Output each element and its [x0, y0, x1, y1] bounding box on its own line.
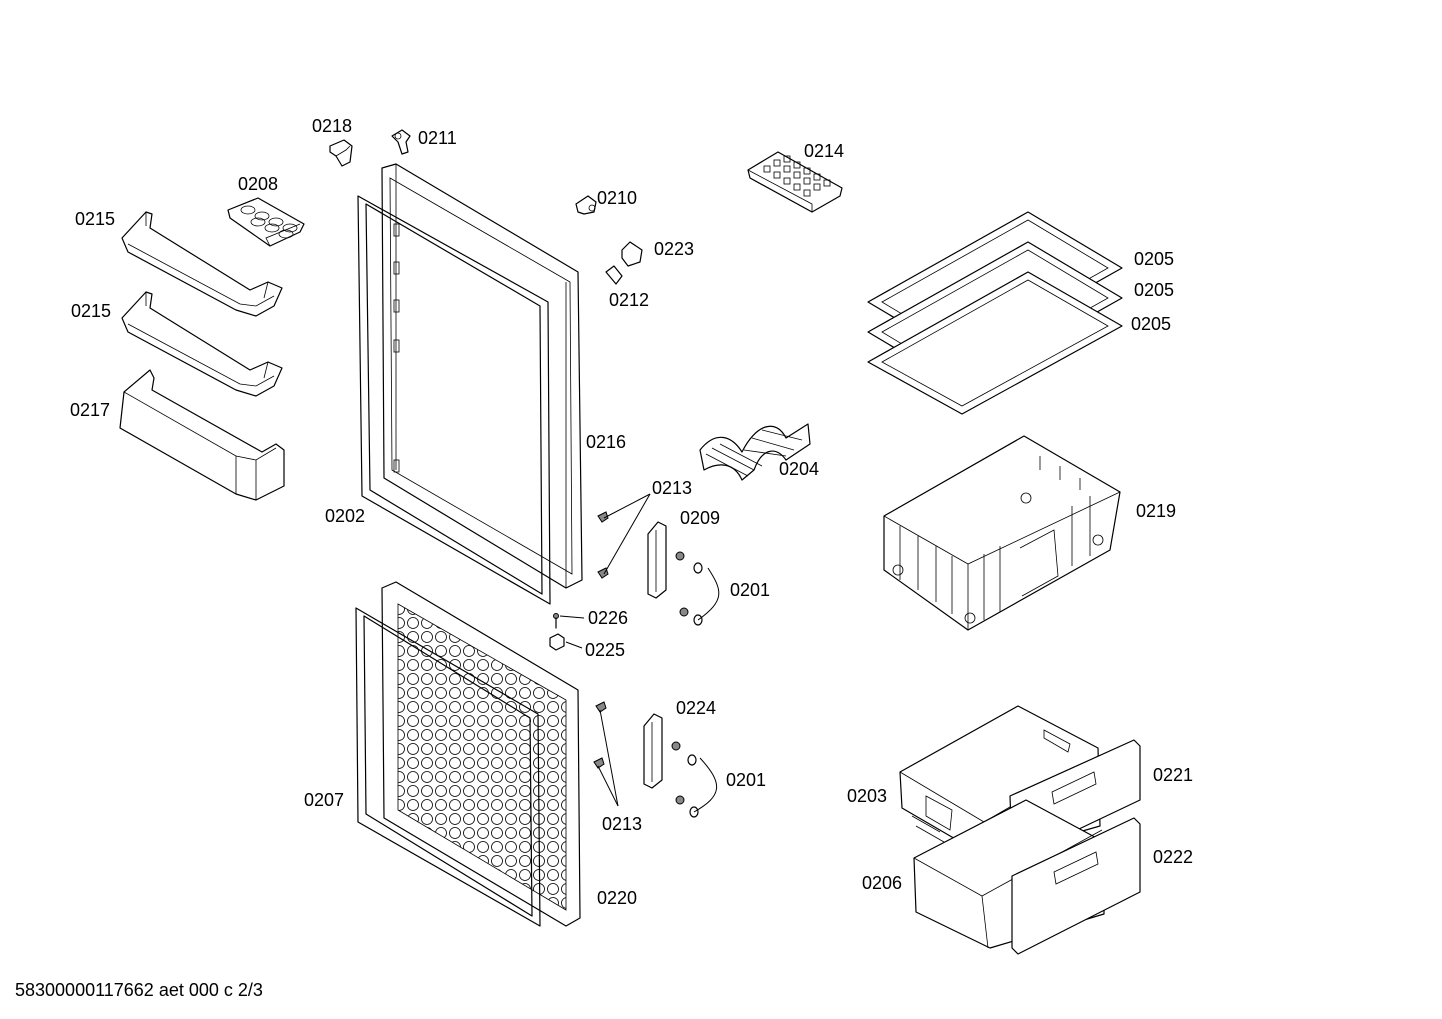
part-0204-bottle-rack — [699, 423, 811, 481]
part-0219-crisper-box — [883, 435, 1121, 631]
part-labels: 0218 0211 0208 0215 0215 0217 0202 0216 … — [70, 116, 1193, 908]
label-0213-upper: 0213 — [652, 478, 692, 498]
part-0222-drawer-front-lower — [1011, 817, 1141, 955]
part-0213-screws-upper — [597, 511, 609, 579]
part-0224-handle-lower — [643, 713, 663, 789]
part-0215-door-shelf-lower — [121, 291, 283, 397]
label-0201-lower: 0201 — [726, 770, 766, 790]
label-0216: 0216 — [586, 432, 626, 452]
label-0207: 0207 — [304, 790, 344, 810]
label-0211: 0211 — [418, 128, 457, 148]
part-0212-cap — [605, 265, 623, 285]
label-0212: 0212 — [609, 290, 649, 310]
part-0210-hinge-cover — [575, 195, 597, 215]
label-0208: 0208 — [238, 174, 278, 194]
label-0215-upper: 0215 — [75, 209, 115, 229]
label-0205-b: 0205 — [1134, 280, 1174, 300]
label-0226: 0226 — [588, 608, 628, 628]
label-0218: 0218 — [312, 116, 352, 136]
label-0223: 0223 — [654, 239, 694, 259]
leader-lines — [559, 493, 720, 813]
label-0213-lower: 0213 — [602, 814, 642, 834]
part-0226-pin — [553, 613, 559, 629]
document-reference: 58300000117662 aet 000 c 2/3 — [15, 980, 263, 1000]
label-0224: 0224 — [676, 698, 716, 718]
label-0205-a: 0205 — [1134, 249, 1174, 269]
label-0222: 0222 — [1153, 847, 1193, 867]
label-0209: 0209 — [680, 508, 720, 528]
part-0218-clip — [329, 139, 353, 167]
label-0221: 0221 — [1153, 765, 1193, 785]
label-0203: 0203 — [847, 786, 887, 806]
part-0207-freezer-door-gasket — [355, 607, 541, 927]
part-0201-screws-lower — [671, 741, 699, 818]
label-0215-lower: 0215 — [71, 301, 111, 321]
part-0223-bracket — [621, 241, 643, 267]
part-0205-shelf-3 — [867, 271, 1123, 415]
label-0225: 0225 — [585, 640, 625, 660]
label-0217: 0217 — [70, 400, 110, 420]
label-0205-c: 0205 — [1131, 314, 1171, 334]
part-0208-egg-tray — [227, 197, 305, 247]
label-0220: 0220 — [597, 888, 637, 908]
part-0220-freezer-door — [381, 581, 581, 927]
part-0216-fridge-door — [381, 163, 583, 589]
label-0201-upper: 0201 — [730, 580, 770, 600]
label-0214: 0214 — [804, 141, 844, 161]
part-0201-screws-upper — [675, 551, 703, 626]
label-0206: 0206 — [862, 873, 902, 893]
part-0217-bottle-shelf — [119, 369, 285, 501]
part-0209-handle-upper — [647, 521, 667, 599]
part-0202-fridge-door-gasket — [357, 195, 551, 605]
part-0225-block — [549, 633, 565, 651]
label-0202: 0202 — [325, 506, 365, 526]
part-0211-hinge — [391, 129, 411, 155]
part-0215-door-shelf-upper — [121, 211, 283, 317]
part-0214-ice-cube-tray — [747, 151, 843, 213]
label-0204: 0204 — [779, 459, 819, 479]
part-0213-screws-lower — [593, 701, 607, 769]
label-0219: 0219 — [1136, 501, 1176, 521]
label-0210: 0210 — [597, 188, 637, 208]
